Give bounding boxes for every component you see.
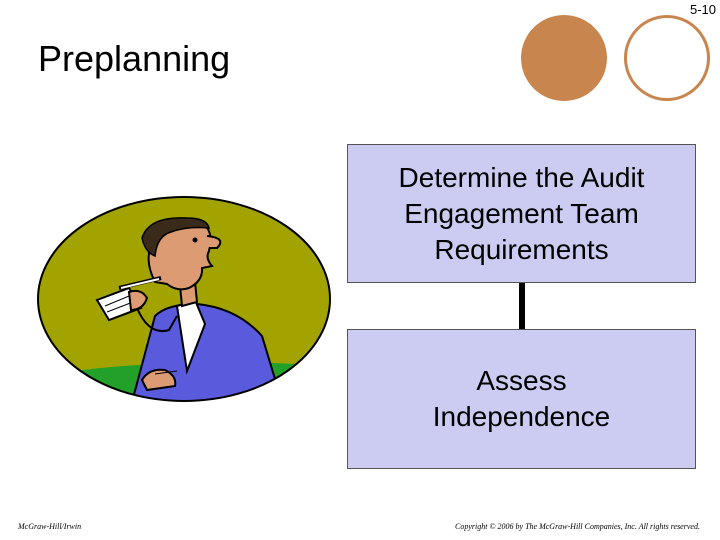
slide-number: 5-10 [689, 2, 716, 17]
man-thinking-with-pen-and-notepad-icon [37, 196, 331, 402]
footer-copyright: Copyright © 2006 by The McGraw-Hill Comp… [455, 522, 700, 531]
decorative-outline-circle [624, 15, 710, 101]
page-title: Preplanning [38, 38, 231, 79]
step-box-assess-independence: Assess Independence [347, 329, 696, 469]
step-label: Assess Independence [432, 365, 611, 432]
footer-publisher: McGraw-Hill/Irwin [18, 522, 82, 531]
decorative-filled-circle [521, 15, 607, 101]
connector-line [519, 283, 525, 329]
step-box-team-requirements: Determine the Audit Engagement Team Requ… [347, 144, 696, 283]
step-label: Determine the Audit Engagement Team Requ… [398, 161, 645, 265]
